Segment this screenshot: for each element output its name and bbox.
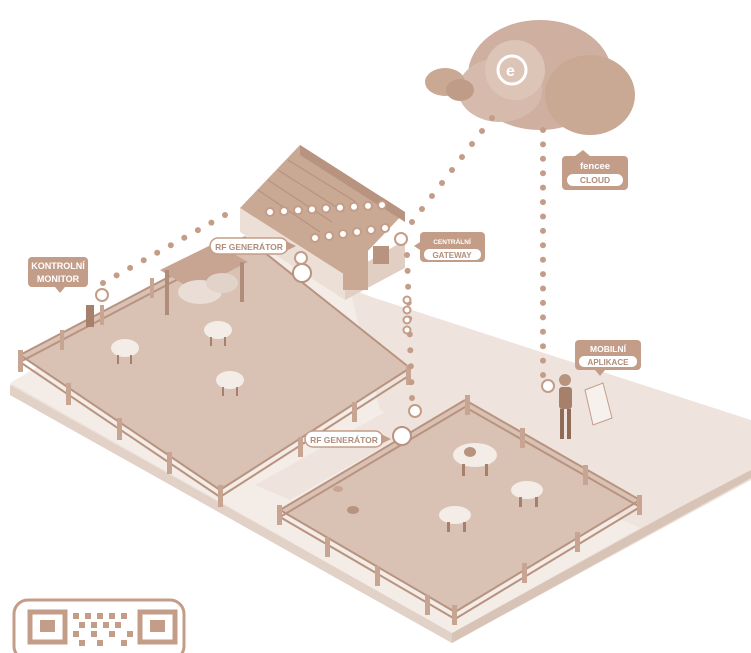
connection-dot bbox=[540, 271, 546, 278]
farmer-icon bbox=[559, 374, 613, 439]
label-fencee-cloud: fencee CLOUD bbox=[562, 150, 628, 190]
connection-dot bbox=[402, 295, 412, 305]
chicken-icon bbox=[333, 486, 359, 514]
connection-dot bbox=[293, 205, 303, 216]
connection-dot bbox=[489, 115, 495, 121]
connection-dot bbox=[540, 299, 546, 306]
sheep-icon bbox=[111, 321, 244, 396]
label-mobilni-aplikace: MOBILNÍ APLIKACE bbox=[575, 340, 641, 376]
label-kontrolni-monitor: KONTROLNÍ MONITOR bbox=[28, 257, 88, 293]
connection-dot bbox=[310, 233, 320, 243]
connection-dot bbox=[338, 229, 348, 239]
cow-icon bbox=[439, 443, 543, 532]
connection-dot bbox=[540, 227, 546, 234]
connection-dot bbox=[408, 379, 415, 386]
connection-dot bbox=[154, 249, 161, 256]
label-line1: KONTROLNÍ bbox=[31, 261, 85, 271]
connection-dot bbox=[100, 280, 106, 286]
label-centralni-gateway: CENTRÁLNÍ GATEWAY bbox=[414, 232, 485, 262]
connection-dot bbox=[540, 127, 546, 133]
connection-dot bbox=[469, 141, 475, 147]
connection-dot bbox=[409, 219, 415, 225]
connection-dot bbox=[540, 314, 546, 321]
connection-dot bbox=[181, 234, 188, 241]
connection-dot bbox=[279, 206, 289, 217]
connection-dot bbox=[404, 267, 411, 274]
connection-dot bbox=[540, 170, 546, 177]
connection-dot bbox=[540, 343, 546, 350]
connection-dot bbox=[540, 184, 546, 191]
label-line2: CLOUD bbox=[580, 175, 610, 185]
connection-dot bbox=[540, 256, 546, 263]
label-line2: GATEWAY bbox=[432, 251, 472, 260]
connection-dot bbox=[409, 395, 415, 401]
connection-dot bbox=[140, 257, 147, 264]
connection-dot bbox=[321, 203, 331, 214]
connection-dot bbox=[407, 363, 414, 370]
connection-dot bbox=[540, 155, 546, 162]
connection-dot bbox=[402, 315, 412, 325]
connection-dot bbox=[419, 206, 425, 212]
connection-dot bbox=[540, 242, 546, 249]
connection-dot bbox=[113, 272, 120, 279]
connection-dot bbox=[349, 201, 359, 212]
label-line2: APLIKACE bbox=[588, 358, 630, 367]
connection-dot bbox=[402, 305, 412, 315]
connection-dot bbox=[407, 347, 414, 354]
connection-dot bbox=[335, 202, 345, 213]
connection-dot bbox=[540, 328, 546, 335]
connection-dot bbox=[208, 219, 215, 226]
connection-dot bbox=[167, 242, 174, 249]
label-rf-generator-top: RF GENERÁTOR bbox=[209, 237, 296, 255]
device-markers bbox=[86, 232, 555, 446]
svg-text:e: e bbox=[506, 63, 515, 80]
connection-dot bbox=[265, 207, 275, 217]
connection-dot bbox=[127, 264, 134, 271]
connection-dot bbox=[405, 283, 412, 290]
connection-dot bbox=[439, 180, 445, 186]
connection-dot bbox=[402, 325, 412, 335]
connection-dot bbox=[377, 200, 387, 210]
label-line1: fencee bbox=[580, 161, 610, 172]
connection-dot bbox=[479, 128, 485, 134]
connection-dot bbox=[540, 285, 546, 292]
connection-dot bbox=[429, 193, 435, 199]
label-rf-generator-bottom: RF GENERÁTOR bbox=[304, 430, 391, 448]
connection-dots bbox=[100, 115, 546, 401]
connection-dot bbox=[540, 357, 546, 364]
connection-dot bbox=[540, 199, 546, 206]
connection-dot bbox=[194, 227, 201, 234]
connection-dot bbox=[222, 212, 228, 218]
label-text: RF GENERÁTOR bbox=[215, 242, 283, 252]
label-text: RF GENERÁTOR bbox=[310, 435, 378, 445]
connection-dot bbox=[459, 154, 465, 160]
connection-dot bbox=[540, 141, 546, 148]
lower-paddock bbox=[277, 395, 642, 625]
connection-dot bbox=[366, 225, 376, 235]
connection-dot bbox=[380, 223, 390, 233]
small-cloud-icon bbox=[425, 68, 474, 101]
connection-dot bbox=[307, 204, 317, 215]
cloud-icon: e bbox=[458, 20, 635, 135]
connection-dot bbox=[449, 167, 455, 173]
connection-dot bbox=[540, 213, 546, 220]
label-line2: MONITOR bbox=[37, 274, 80, 284]
connection-dot bbox=[324, 231, 334, 241]
qr-code-icon[interactable] bbox=[12, 598, 186, 653]
connection-dot bbox=[540, 372, 546, 378]
connection-dot bbox=[363, 200, 373, 211]
label-line1: MOBILNÍ bbox=[590, 344, 627, 354]
label-line1: CENTRÁLNÍ bbox=[433, 237, 471, 246]
connection-dot bbox=[404, 252, 410, 258]
connection-dot bbox=[352, 227, 362, 237]
